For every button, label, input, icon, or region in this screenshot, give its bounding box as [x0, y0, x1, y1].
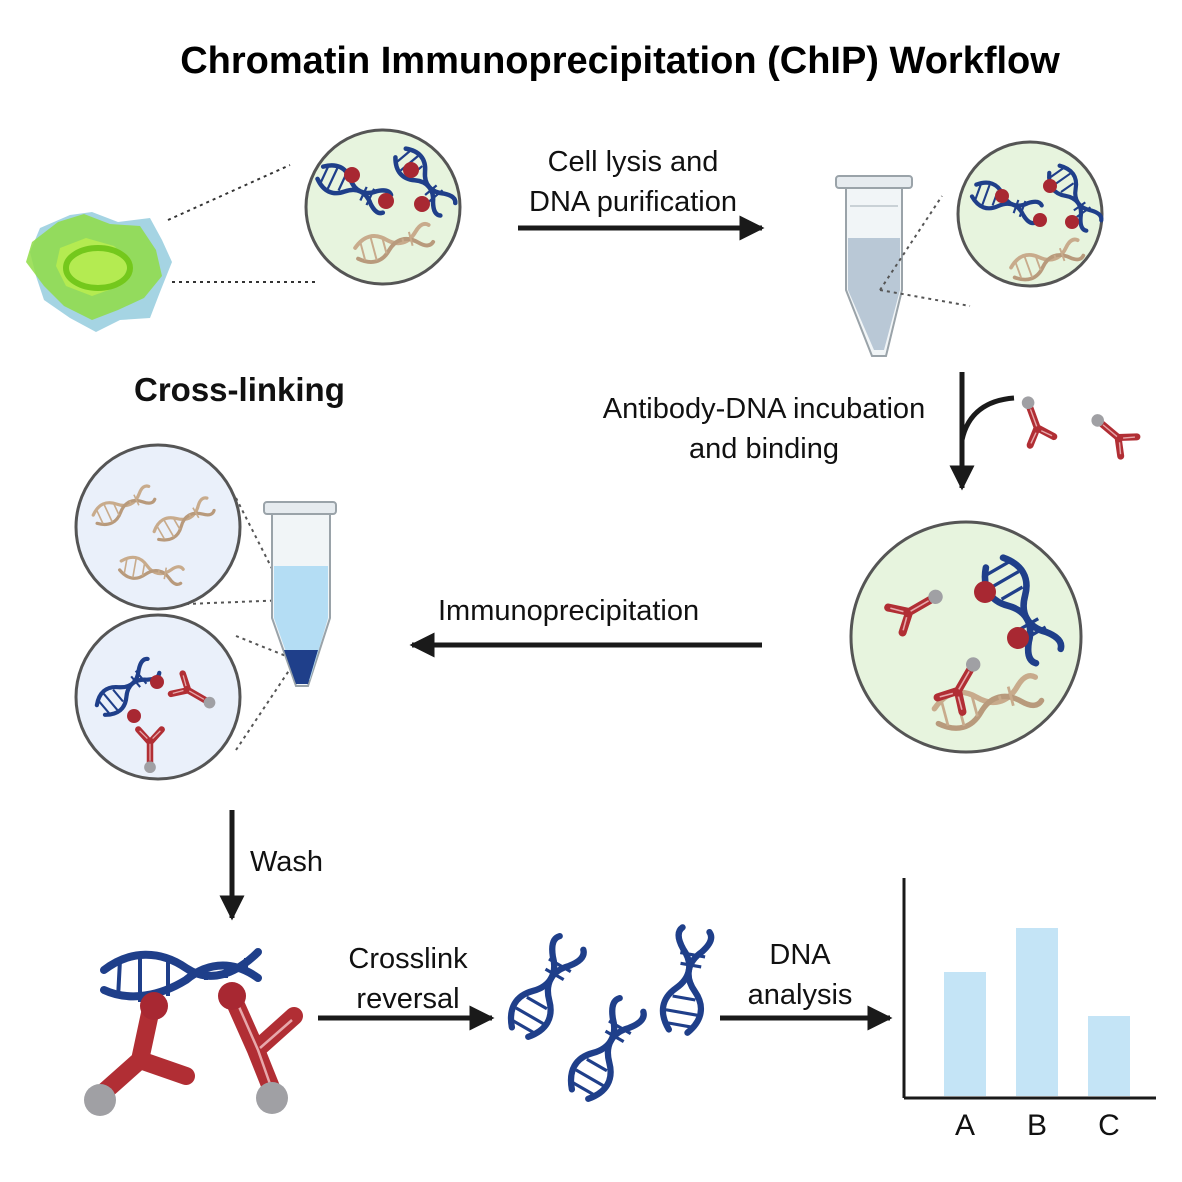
dna-analysis-chart — [902, 878, 1156, 1100]
chart-bar-c — [1088, 1016, 1130, 1096]
chart-tick-label-b: B — [1026, 1109, 1047, 1142]
washed-complex — [84, 948, 303, 1116]
analysis-label-line2: analysis — [747, 979, 853, 1011]
unbound-dna-zoom — [74, 443, 242, 611]
reversal-label: Crosslink reversal — [318, 939, 498, 1019]
crosslinked-chromatin-zoom — [304, 128, 462, 286]
free-antibodies — [1014, 393, 1137, 457]
bound-complex-zoom — [74, 613, 242, 781]
released-dna — [504, 926, 715, 1103]
lysis-label-line2: DNA purification — [529, 186, 737, 218]
lysis-label-line1: Cell lysis and — [547, 146, 719, 178]
chart-tick-label-c: C — [1098, 1109, 1120, 1142]
lysis-label: Cell lysis and DNA purification — [498, 142, 768, 222]
crosslinking-label: Cross-linking — [134, 371, 345, 408]
chart-tick-label-a: A — [954, 1109, 975, 1142]
wash-label: Wash — [250, 846, 324, 878]
reversal-label-line1: Crosslink — [348, 943, 468, 975]
incubation-label: Antibody-DNA incubation and binding — [572, 389, 956, 469]
tube-lysate — [835, 175, 913, 357]
immunoprecipitation-label: Immunoprecipitation — [438, 595, 700, 627]
chart-bar-a — [944, 972, 986, 1096]
tube-precipitate — [263, 501, 337, 687]
purified-chromatin-zoom — [956, 140, 1104, 288]
analysis-label-line1: DNA — [769, 939, 831, 971]
diagram-title: Chromatin Immunoprecipitation (ChIP) Wor… — [180, 40, 1060, 82]
reversal-label-line2: reversal — [356, 983, 460, 1015]
cell-illustration — [26, 212, 172, 332]
chart-bar-b — [1016, 928, 1058, 1096]
incubation-label-line2: and binding — [689, 433, 839, 465]
antibody-bound-chromatin — [849, 520, 1083, 754]
incubation-label-line1: Antibody-DNA incubation — [602, 393, 926, 425]
analysis-label: DNA analysis — [720, 935, 880, 1015]
